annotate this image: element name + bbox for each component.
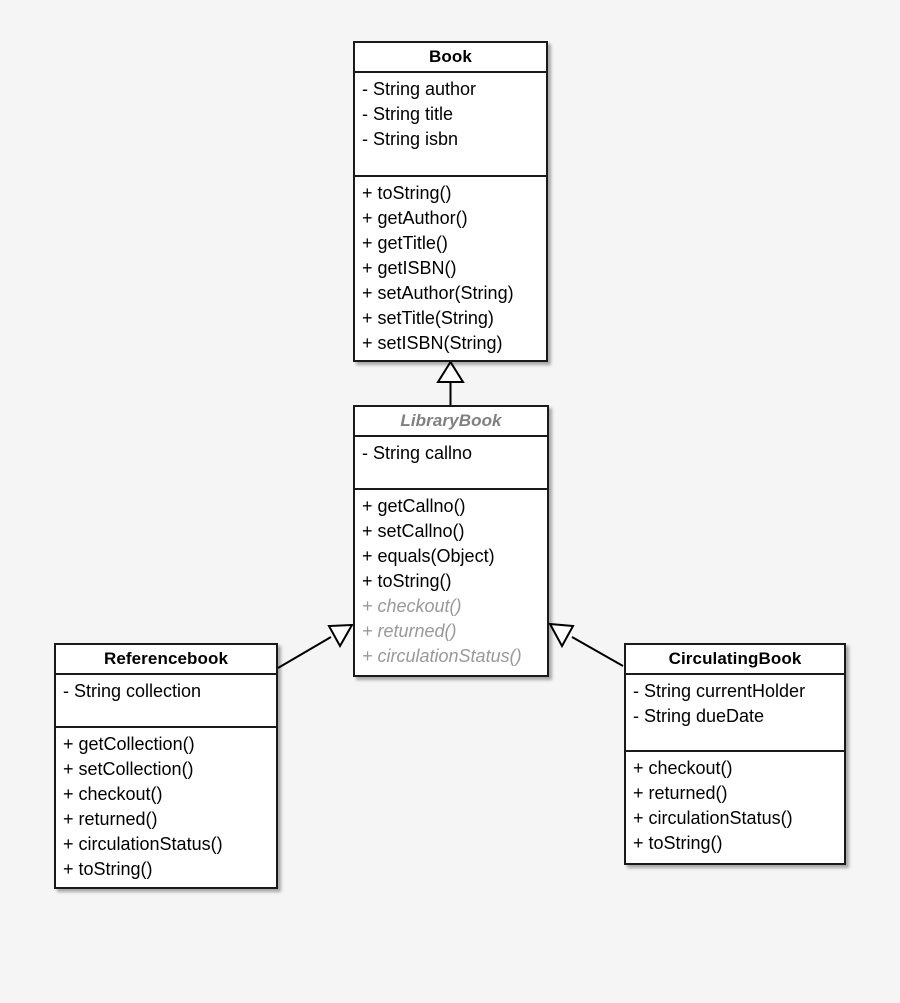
- class-box-circulatingbook[interactable]: CirculatingBook - String currentHolder -…: [624, 643, 846, 865]
- method-row: + toString(): [362, 183, 452, 203]
- method-row: + toString(): [362, 571, 452, 591]
- generalization-referencebook-to-librarybook: [277, 623, 354, 669]
- attributes-compartment-librarybook: - String callno: [355, 437, 547, 490]
- method-row: + setAuthor(String): [362, 283, 514, 303]
- method-row: + getCallno(): [362, 496, 466, 516]
- methods-compartment-circulatingbook: + checkout() + returned() + circulationS…: [626, 752, 844, 862]
- class-title-referencebook: Referencebook: [56, 645, 276, 675]
- method-row: + toString(): [63, 859, 153, 879]
- method-row: + circulationStatus(): [633, 808, 793, 828]
- generalization-circulatingbook-to-librarybook: [548, 622, 624, 667]
- method-row: + setCollection(): [63, 759, 194, 779]
- method-row: + checkout(): [633, 758, 733, 778]
- attribute-row: - String currentHolder: [633, 681, 806, 701]
- class-box-referencebook[interactable]: Referencebook - String collection + getC…: [54, 643, 278, 889]
- method-row: + getISBN(): [362, 258, 457, 278]
- method-row: + checkout(): [63, 784, 163, 804]
- method-row: + equals(Object): [362, 546, 495, 566]
- attributes-compartment-circulatingbook: - String currentHolder - String dueDate: [626, 675, 844, 752]
- methods-compartment-book: + toString() + getAuthor() + getTitle() …: [355, 177, 546, 362]
- class-box-book[interactable]: Book - String author - String title - St…: [353, 41, 548, 362]
- attribute-row: - String callno: [362, 443, 473, 463]
- abstract-method-row: + returned(): [362, 621, 457, 641]
- method-row: + getTitle(): [362, 233, 448, 253]
- class-title-librarybook: LibraryBook: [355, 407, 547, 437]
- methods-compartment-librarybook: + getCallno() + setCallno() + equals(Obj…: [355, 490, 547, 675]
- attribute-row: - String collection: [63, 681, 202, 701]
- class-title-book: Book: [355, 43, 546, 73]
- method-row: + getAuthor(): [362, 208, 468, 228]
- abstract-method-row: + circulationStatus(): [362, 646, 522, 666]
- abstract-method-row: + checkout(): [362, 596, 462, 616]
- method-row: + setCallno(): [362, 521, 465, 541]
- class-title-circulatingbook: CirculatingBook: [626, 645, 844, 675]
- attribute-row: - String title: [362, 104, 454, 124]
- class-box-librarybook[interactable]: LibraryBook - String callno + getCallno(…: [353, 405, 549, 677]
- generalization-librarybook-to-book: [436, 360, 465, 405]
- method-row: + returned(): [633, 783, 728, 803]
- attributes-compartment-book: - String author - String title - String …: [355, 73, 546, 177]
- method-row: + setTitle(String): [362, 308, 494, 328]
- attribute-row: - String isbn: [362, 129, 459, 149]
- methods-compartment-referencebook: + getCollection() + setCollection() + ch…: [56, 728, 276, 888]
- method-row: + setISBN(String): [362, 333, 503, 353]
- attribute-row: - String dueDate: [633, 706, 765, 726]
- attributes-compartment-referencebook: - String collection: [56, 675, 276, 728]
- method-row: + toString(): [633, 833, 723, 853]
- method-row: + getCollection(): [63, 734, 195, 754]
- attribute-row: - String author: [362, 79, 477, 99]
- method-row: + returned(): [63, 809, 158, 829]
- method-row: + circulationStatus(): [63, 834, 223, 854]
